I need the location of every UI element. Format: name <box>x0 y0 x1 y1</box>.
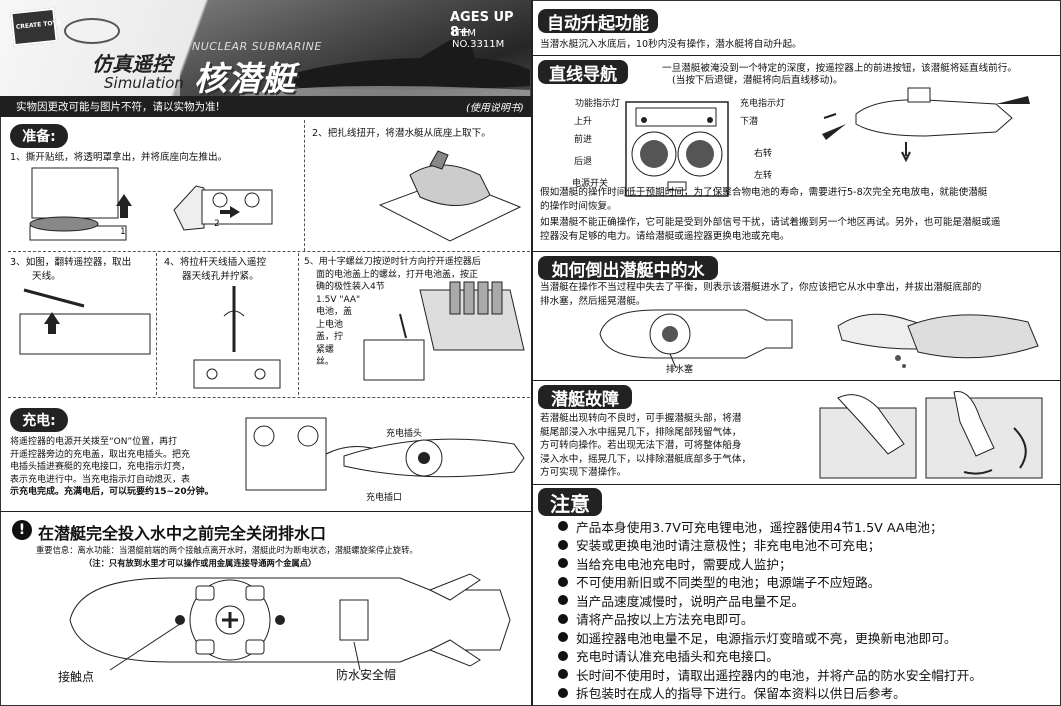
note-item: 当产品速度减慢时，说明产品电量不足。 <box>558 591 982 610</box>
warning-note: （注：只有放到水里才可以操作或用金属连接导通两个金属点） <box>84 558 317 568</box>
note-item: 产品本身使用3.7V可充电锂电池，遥控器使用4节1.5V AA电池； <box>558 517 982 536</box>
note-item: 充电时请认准充电插头和充电接口。 <box>558 647 982 666</box>
contact-label: 接触点 <box>58 670 95 684</box>
charge-text: 将遥控器的电源开关拨至“ON”位置，再打 开遥控器旁边的充电盖，取出充电插头。把… <box>10 437 214 497</box>
bullet-icon <box>558 539 568 550</box>
charge-plug-label: 充电插头 <box>386 429 423 439</box>
bullet-icon <box>558 650 568 661</box>
bullet-icon <box>558 595 568 606</box>
note-item: 请将产品按以上方法充电即可。 <box>558 610 982 629</box>
submarine-diagram <box>69 573 511 671</box>
pour-text: 当潜艇在操作不当过程中失去了平衡，则表示该潜艇进水了，你应该把它从水中拿出，并拔… <box>540 282 982 307</box>
submarine-motion-illustration <box>822 87 1030 163</box>
pour-title: 如何倒出潜艇中的水 <box>538 256 718 281</box>
note-item: 不可使用新旧或不同类型的电池；电源端子不应短路。 <box>558 573 982 592</box>
fault-tank-left <box>819 394 917 479</box>
prepare-step3: 3、如图，翻转遥控器，取出 天线。 <box>10 257 132 282</box>
charge-title: 充电: <box>10 408 68 432</box>
title-en-a: Simulation <box>104 74 184 92</box>
warning-icon: ! <box>12 520 32 540</box>
step1-num2: 2 <box>214 219 220 229</box>
straight-title: 直线导航 <box>538 60 628 85</box>
step1-num1: 1 <box>120 227 126 237</box>
fault-title: 潜艇故障 <box>538 385 632 410</box>
straight-para1: 假如潜艇的操作时间低于预期时间，为了保聚合物电池的寿命，需要进行5-8次完全充电… <box>540 187 988 212</box>
badge-logo-icon <box>64 18 120 44</box>
note-item: 安装或更换电池时请注意极性；非充电电池不可充电； <box>558 536 982 555</box>
note-item: 当给充电电池充电时，需要成人监护； <box>558 554 982 573</box>
ages-label: AGES UP 8+ <box>450 10 514 40</box>
bullet-icon <box>558 632 568 643</box>
charge-illustration <box>245 417 525 491</box>
straight-desc1: 一旦潜艇被淹没到一个特定的深度，按遥控器上的前进按钮，该潜艇将延直线前行。 <box>662 63 1017 74</box>
prepare-step1: 1、撕开贴纸，将透明罩拿出，并将底座向左推出。 <box>10 152 228 163</box>
bullet-icon <box>558 576 568 587</box>
fault-tank-right <box>925 391 1043 479</box>
remote-labels-right: 充电指示灯 下潜 右转 左转 <box>740 99 786 181</box>
cap-label: 防水安全帽 <box>336 668 397 682</box>
step1-illustration <box>29 167 273 241</box>
auto-rise-title: 自动升起功能 <box>538 9 658 34</box>
remote-diagram <box>625 101 729 197</box>
note-item: 如遥控器电池电量不足，电源指示灯变暗或不亮，更换新电池即可。 <box>558 628 982 647</box>
warning-title: 在潜艇完全投入水中之前完全关闭排水口 <box>38 524 327 543</box>
notes-title: 注意 <box>538 488 602 516</box>
straight-para2: 如果潜艇不能正确操作，它可能是受到外部信号干扰，请试着搬到另一个地区再试。另外，… <box>540 217 1001 242</box>
prepare-step4: 4、将拉杆天线插入遥控 器天线孔并拧紧。 <box>164 257 267 282</box>
auto-rise-text: 当潜水艇沉入水底后，10秒内没有操作，潜水艇将自动升起。 <box>540 39 802 50</box>
header-banner: CREATE TOYS 仿真遥控 Simulation 核潜艇 NUCLEAR … <box>0 0 531 117</box>
straight-desc2: (当按下后退键，潜艇将向后直线移动)。 <box>672 75 843 86</box>
bullet-icon <box>558 669 568 680</box>
step5-illustration <box>363 281 525 381</box>
fault-text: 若潜艇出现转向不良时，可手握潜艇头部，将潜 艇尾部浸入水中摇晃几下，排除尾部残留… <box>540 413 752 478</box>
step2-illustration <box>378 150 522 242</box>
hands-pour-illustration <box>837 313 1039 368</box>
prepare-step2: 2、把扎线扭开，将潜水艇从底座上取下。 <box>312 128 491 139</box>
manual-label: (使用说明书) <box>466 103 524 114</box>
warning-important: 重要信息：离水功能：当潜艇前端的两个接触点离开水时，潜艇此时为断电状态，潜艇螺旋… <box>36 545 418 555</box>
bullet-icon <box>558 613 568 624</box>
note-item: 拆包装时在成人的指导下进行。保留本资料以供日后参考。 <box>558 684 982 703</box>
notes-list: 产品本身使用3.7V可充电锂电池，遥控器使用4节1.5V AA电池； 安装或更换… <box>558 517 982 702</box>
title-cn-a: 仿真遥控 <box>92 52 172 76</box>
charge-port-label: 充电插口 <box>366 493 403 503</box>
title-cn-b: 核潜艇 <box>194 59 296 98</box>
title-en-b: NUCLEAR SUBMARINE <box>192 40 322 53</box>
prepare-title: 准备: <box>10 124 68 148</box>
bullet-icon <box>558 687 568 698</box>
bullet-icon <box>558 521 568 532</box>
prepare-step5: 5、用十字螺丝刀按逆时针方向拧开遥控器后 面的电池盖上的螺丝，打开电池盖，按正 … <box>304 257 481 367</box>
disclaimer: 实物因更改可能与图片不符，请以实物为准! <box>16 101 220 113</box>
step3-illustration <box>19 288 151 355</box>
note-item: 长时间不使用时，请取出遥控器内的电池，并将产品的防水安全帽打开。 <box>558 665 982 684</box>
brand-logo: CREATE TOYS <box>10 7 61 47</box>
bullet-icon <box>558 558 568 569</box>
drain-diagram <box>599 309 793 369</box>
remote-labels-left: 功能指示灯 上升 前进 后退 电源开关 <box>571 99 620 189</box>
drain-label: 排水塞 <box>666 365 694 375</box>
step4-illustration <box>193 286 281 389</box>
item-number: ITEM NO.3311M <box>452 28 505 50</box>
